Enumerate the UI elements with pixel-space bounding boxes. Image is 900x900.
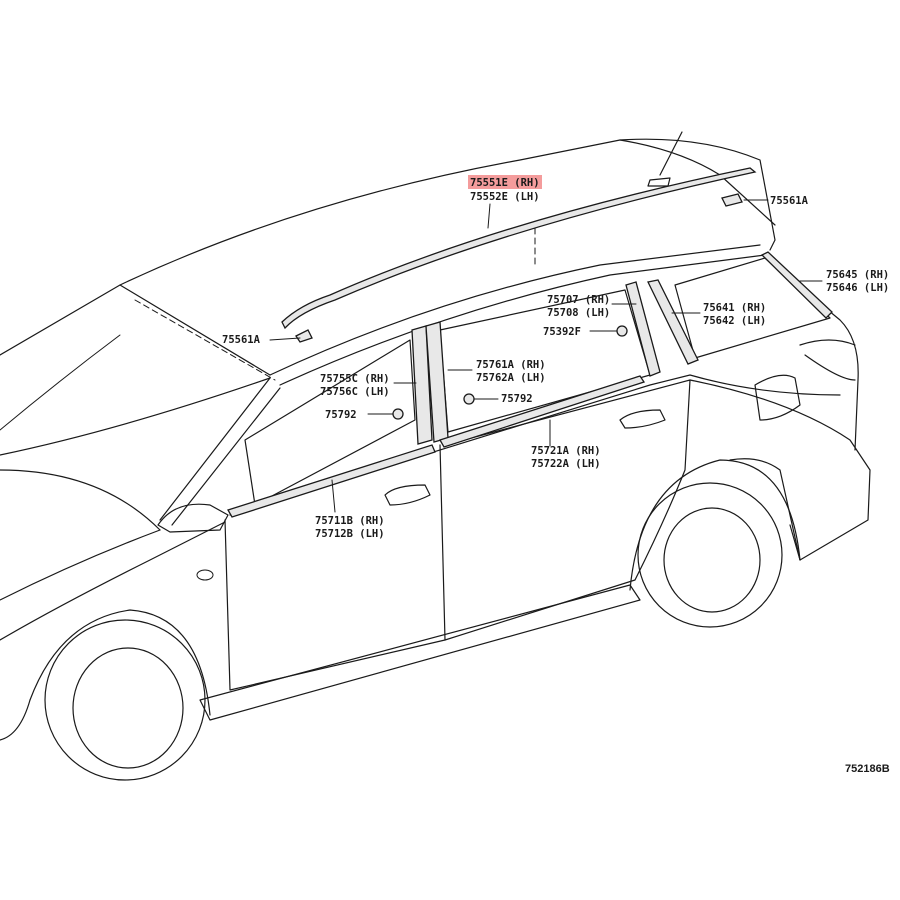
callout-quarter-glass: 75645 (RH) 75646 (LH) bbox=[826, 269, 889, 294]
clip-f-part bbox=[616, 325, 628, 337]
roof-molding-part bbox=[281, 167, 757, 330]
rear-pillar-rh: 75707 (RH) bbox=[547, 294, 610, 306]
clip-f-label: 75392F bbox=[543, 326, 581, 338]
highlight-box bbox=[468, 175, 542, 189]
parts bbox=[227, 167, 833, 518]
front-belt-molding-part bbox=[227, 444, 436, 518]
rear-door-frame-lh: 75642 (LH) bbox=[703, 315, 766, 327]
clip-rear-label: 75561A bbox=[770, 195, 809, 207]
leader-lines bbox=[269, 199, 823, 513]
rear-belt-rh: 75721A (RH) bbox=[531, 445, 601, 457]
rear-pillar-lh: 75708 (LH) bbox=[547, 307, 610, 319]
rear-pillar-part bbox=[625, 281, 661, 377]
clip-front-label: 75561A bbox=[222, 334, 261, 346]
center-pillar-front-part bbox=[411, 325, 433, 445]
center-pillar-rear-lh: 75762A (LH) bbox=[476, 372, 546, 384]
front-belt-lh: 75712B (LH) bbox=[315, 528, 385, 540]
quarter-glass-molding-part bbox=[760, 251, 833, 319]
callout-front-belt: 75711B (RH) 75712B (LH) bbox=[315, 515, 385, 540]
clip-rear-door-label: 75792 bbox=[501, 393, 533, 405]
callout-center-pillar-front: 75755C (RH) 75756C (LH) bbox=[320, 373, 390, 398]
quarter-glass-rh: 75645 (RH) bbox=[826, 269, 889, 281]
diagram-code: 752186B bbox=[845, 763, 890, 775]
clip-rear-door-part bbox=[463, 393, 475, 405]
clip-front-door-label: 75792 bbox=[325, 409, 357, 421]
vehicle-outline bbox=[0, 131, 871, 781]
callout-center-pillar-rear: 75761A (RH) 75762A (LH) bbox=[476, 359, 546, 384]
roof-molding-rh: 75551E (RH) bbox=[470, 177, 540, 189]
callout-rear-belt: 75721A (RH) 75722A (LH) bbox=[531, 445, 601, 470]
roof-clip-rear-part bbox=[721, 193, 743, 207]
clip-front-door-part bbox=[392, 408, 404, 420]
roof-clip-front-part bbox=[295, 329, 313, 343]
rear-belt-lh: 75722A (LH) bbox=[531, 458, 601, 470]
center-pillar-front-rh: 75755C (RH) bbox=[320, 373, 390, 385]
center-pillar-front-lh: 75756C (LH) bbox=[320, 386, 390, 398]
roof-molding-lh: 75552E (LH) bbox=[470, 191, 540, 203]
callout-rear-pillar: 75707 (RH) 75708 (LH) bbox=[547, 294, 610, 319]
front-belt-rh: 75711B (RH) bbox=[315, 515, 385, 527]
callout-rear-door-frame: 75641 (RH) 75642 (LH) bbox=[703, 302, 766, 327]
rear-door-frame-part bbox=[647, 279, 699, 365]
center-pillar-rear-rh: 75761A (RH) bbox=[476, 359, 546, 371]
rear-door-frame-rh: 75641 (RH) bbox=[703, 302, 766, 314]
callout-roof-molding: 75551E (RH) 75552E (LH) bbox=[468, 175, 542, 203]
rear-belt-molding-part bbox=[439, 375, 646, 448]
quarter-glass-lh: 75646 (LH) bbox=[826, 282, 889, 294]
